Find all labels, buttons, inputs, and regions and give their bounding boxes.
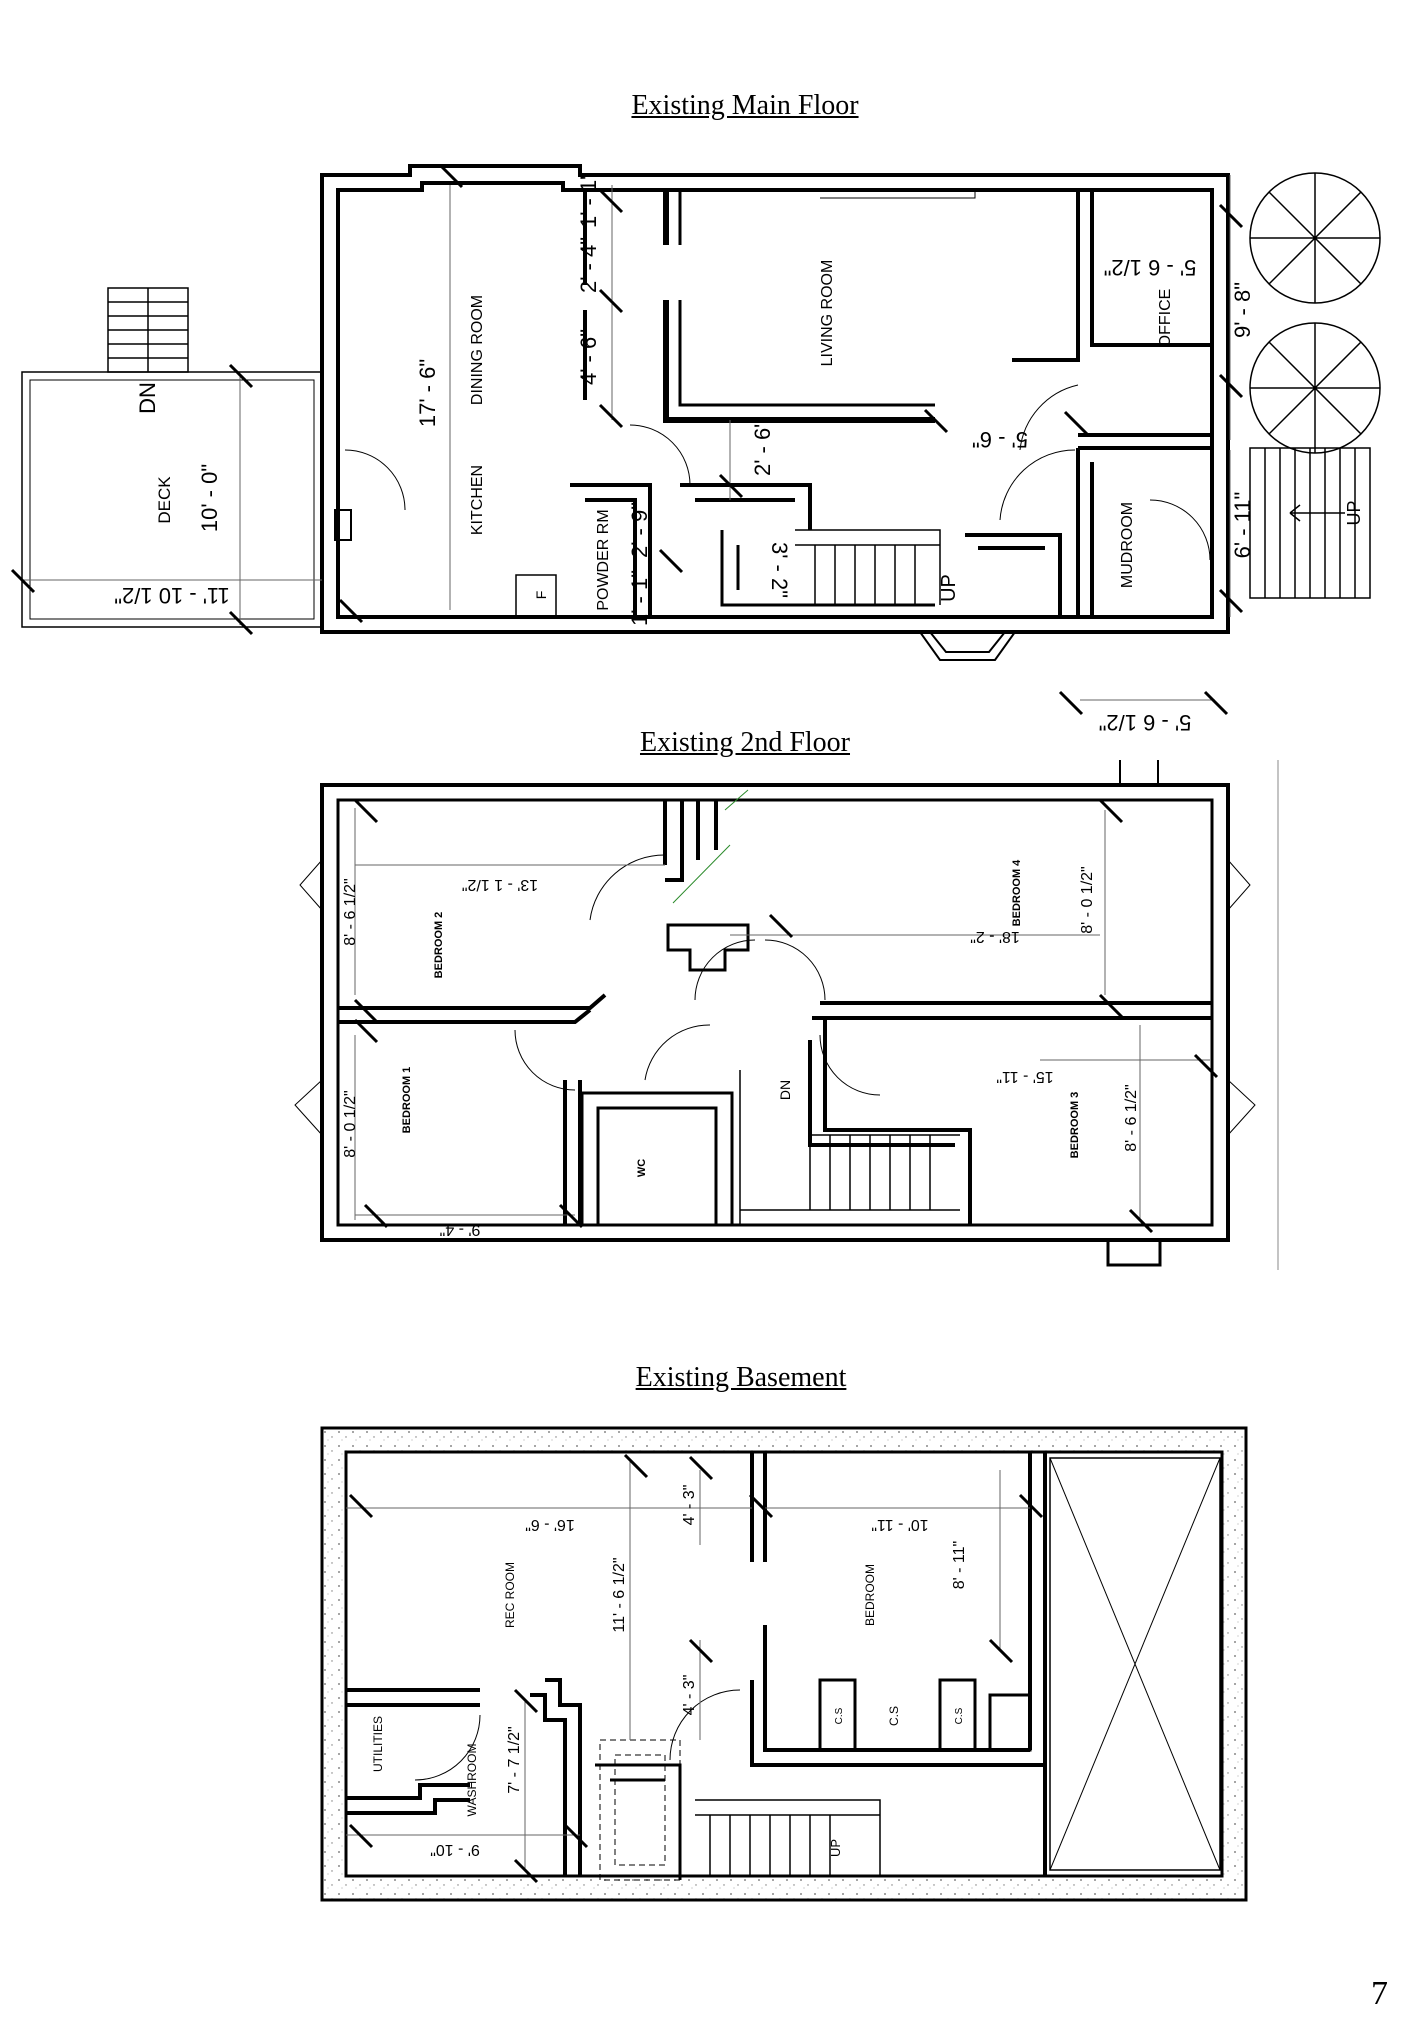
room-label-dining: DINING ROOM (469, 295, 486, 405)
dim-8-6-half-right: 8' - 6 1/2" (1123, 1084, 1140, 1151)
fixture-label-up-basement: UP (828, 1839, 843, 1857)
fixture-label-dn-2nd: DN (777, 1080, 793, 1100)
dim-9-8: 9' - 8" (1230, 282, 1255, 338)
dim-7-7-half: 7' - 7 1/2" (506, 1726, 523, 1793)
dim-11-6-half: 11' - 6 1/2" (611, 1557, 628, 1632)
room-label-rec-room: REC ROOM (503, 1562, 517, 1628)
room-label-bedroom: BEDROOM (863, 1564, 877, 1626)
dim-8-0-half-left: 8' - 0 1/2" (342, 1090, 359, 1157)
dim-1-1-top: 1' - 1" (576, 172, 601, 228)
dim-8-6-half-left: 8' - 6 1/2" (342, 878, 359, 945)
dim-10-0: 10' - 0" (197, 464, 222, 532)
room-label-mudroom: MUDROOM (1119, 502, 1136, 588)
dim-11-10-half: 11' - 10 1/2" (114, 583, 230, 608)
basement-plan (320, 1426, 1248, 1902)
second-floor-title: Existing 2nd Floor (639, 727, 851, 758)
dim-4-3-bottom: 4' - 3" (681, 1675, 698, 1716)
room-label-living: LIVING ROOM (819, 260, 836, 367)
dim-1-1-powder: 1' - 1" (627, 570, 652, 626)
basement-title: Existing Basement (635, 1362, 847, 1393)
dim-17-6: 17' - 6" (415, 359, 440, 427)
dim-18-2: 18' - 2" (970, 928, 1020, 945)
dim-8-11: 8' - 11" (951, 1541, 968, 1589)
dim-15-11: 15' - 11" (996, 1068, 1053, 1085)
dim-3-2: 3' - 2" (767, 542, 792, 598)
fixture-label-up-rear: UP (1344, 500, 1364, 525)
room-label-washroom: WASHROOM (465, 1744, 479, 1817)
fixture-label-cs-2: C.S (887, 1706, 901, 1726)
dim-5-6-half-bottom: 5' - 6 1/2" (1099, 710, 1192, 735)
dim-9-4: 9' - 4" (440, 1221, 481, 1238)
fixture-label-f: F (533, 591, 549, 600)
room-label-bedroom-4: BEDROOM 4 (1011, 859, 1023, 927)
second-floor-labels: BEDROOM 2 BEDROOM 4 BEDROOM 1 WC BEDROOM… (342, 859, 1140, 1238)
main-floor-labels: DINING ROOM KITCHEN LIVING ROOM OFFICE M… (114, 172, 1364, 735)
page-number: 7 (1371, 1975, 1388, 2012)
room-label-powder: POWDER RM (595, 509, 612, 610)
room-label-wc: WC (636, 1159, 648, 1177)
dim-4-3-top: 4' - 3" (681, 1485, 698, 1526)
dim-2-4: 2' - 4" (576, 237, 601, 293)
dim-13-1-half: 13' - 1 1/2" (462, 876, 538, 893)
room-label-bedroom-3: BEDROOM 3 (1069, 1092, 1081, 1159)
dim-16-6: 16' - 6" (525, 1516, 575, 1533)
room-label-bedroom-2: BEDROOM 2 (433, 912, 445, 979)
main-floor-title: Existing Main Floor (631, 90, 859, 121)
dim-2-6: 2' - 6" (750, 420, 775, 476)
dim-2-9: 2' - 9" (627, 502, 652, 558)
fixture-label-cs-1: C.S (834, 1707, 845, 1724)
room-label-utilities: UTILITIES (371, 1716, 385, 1772)
dim-8-0-half-right: 8' - 0 1/2" (1079, 866, 1096, 933)
dim-9-10: 9' - 10" (430, 1841, 480, 1858)
room-label-bedroom-1: BEDROOM 1 (401, 1067, 413, 1134)
dim-6-11: 6' - 11" (1230, 492, 1255, 559)
fixture-label-dn: DN (135, 382, 160, 414)
basement-labels: REC ROOM BEDROOM UTILITIES WASHROOM C.S … (371, 1485, 968, 1858)
fixture-label-up-stair: UP (938, 574, 960, 602)
dim-10-11: 10' - 11" (871, 1516, 928, 1533)
second-floor-plan (294, 760, 1279, 1270)
dim-4-6: 4' - 6" (576, 329, 601, 385)
fixture-label-cs-3: C.S (954, 1707, 965, 1724)
room-label-office: OFFICE (1157, 289, 1174, 348)
main-floor-plan (10, 163, 1381, 716)
room-label-deck: DECK (155, 476, 174, 524)
room-label-kitchen: KITCHEN (469, 465, 486, 535)
dim-5-6: 5' - 6" (972, 427, 1028, 452)
dim-5-6-half-office: 5' - 6 1/2" (1104, 255, 1197, 280)
